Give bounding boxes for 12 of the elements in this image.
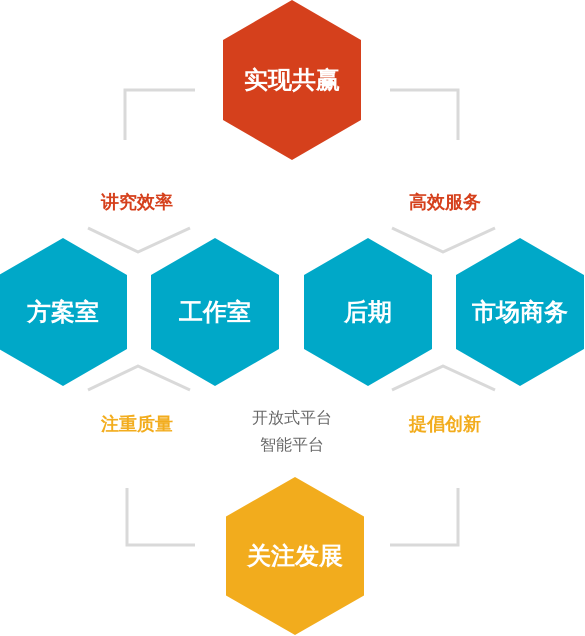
caption-text: 智能平台 — [260, 435, 324, 456]
hexagon-node: 工作室 — [151, 238, 279, 386]
caption-text: 讲究效率 — [101, 191, 173, 214]
hexagon-node: 实现共赢 — [223, 0, 361, 160]
hexagon-node: 关注发展 — [226, 477, 364, 635]
caption-text: 开放式平台 — [252, 408, 332, 429]
caption-text: 注重质量 — [101, 413, 173, 436]
hexagon-node: 方案室 — [0, 238, 127, 386]
caption-text: 高效服务 — [409, 191, 481, 214]
caption-text: 提倡创新 — [409, 413, 481, 436]
hexagon-node: 市场商务 — [456, 238, 584, 386]
hexagon-node: 后期 — [304, 238, 432, 386]
